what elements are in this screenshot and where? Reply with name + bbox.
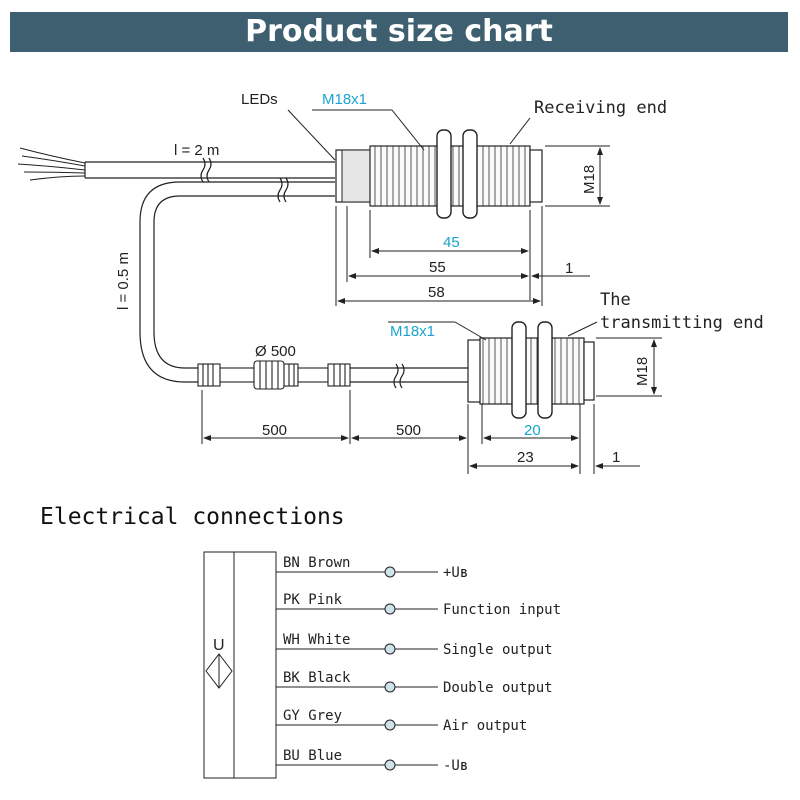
receiver-diameter-dim: [545, 145, 610, 207]
terminal-icon: [384, 719, 396, 731]
wire-function-label: Function input: [443, 602, 561, 618]
receiver-m18-label: M18: [581, 165, 598, 194]
wire-function-label: +Uʙ: [443, 565, 468, 581]
terminal-icon: [384, 566, 396, 578]
sensor-block: [203, 551, 277, 779]
wire-function-label: Single output: [443, 642, 553, 658]
wire-code-label: BN Brown: [283, 555, 350, 571]
transmitter-dim-1: 1: [612, 449, 620, 466]
receiver-dim-1: 1: [565, 260, 573, 277]
receiver-sensor: [335, 129, 543, 219]
transmitter-dim-20: 20: [524, 422, 541, 439]
terminal-icon: [384, 643, 396, 655]
wire-function-label: Double output: [443, 680, 553, 696]
wire-code-label: WH White: [283, 632, 350, 648]
connector-diameter-label: Ø 500: [255, 343, 296, 360]
leds-label: LEDs: [241, 91, 278, 108]
transmitter-m18-label: M18: [634, 357, 651, 386]
transmitting-end-leader: [567, 321, 598, 337]
cable-dim-500-left: 500: [262, 422, 287, 439]
transmitting-end-label-2: transmitting end: [600, 313, 764, 333]
transmitter-thread-leader: [454, 321, 487, 341]
receiver-thread-leader: [391, 109, 425, 151]
wire-code-label: BU Blue: [283, 748, 342, 764]
cable-length-2m: l = 2 m: [174, 142, 219, 159]
block-symbol-label: U: [213, 637, 225, 654]
wire-function-label: -Uʙ: [443, 758, 468, 774]
wire-function-label: Air output: [443, 718, 527, 734]
receiving-end-label: Receiving end: [534, 98, 667, 118]
transmitter-thread-label: M18x1: [390, 323, 435, 340]
transmitter-diameter-dim: [596, 337, 662, 397]
cable-connector: [197, 360, 351, 390]
terminal-icon: [384, 681, 396, 693]
transmitter-sensor: [467, 321, 595, 419]
receiver-dim-58: 58: [428, 284, 445, 301]
transmitter-cable: [350, 363, 468, 389]
receiver-length-dims: [335, 206, 590, 306]
cable-wires-fan: [17, 147, 86, 181]
cable-dim-500-right: 500: [396, 422, 421, 439]
transmitter-length-dims: [201, 390, 640, 474]
cable-length-05m: l = 0.5 m: [115, 252, 132, 310]
leds-leader: [287, 109, 336, 161]
receiving-end-leader: [509, 117, 531, 145]
page-title-banner: Product size chart: [10, 12, 788, 52]
receiver-dim-45: 45: [443, 234, 460, 251]
link-cable: [139, 177, 335, 383]
wire-row: BU Blue -Uʙ: [276, 748, 468, 774]
receiver-dim-55: 55: [429, 259, 446, 276]
wire-code-label: GY Grey: [283, 708, 342, 724]
terminal-icon: [384, 603, 396, 615]
wire-code-label: PK Pink: [283, 592, 343, 608]
transmitter-dim-23: 23: [517, 449, 534, 466]
main-cable: [84, 157, 335, 183]
transmitting-end-label-1: The: [600, 290, 631, 310]
wire-code-label: BK Black: [283, 670, 351, 686]
electrical-title: Electrical connections: [40, 504, 345, 530]
wire-row: BN Brown +Uʙ: [276, 555, 468, 581]
terminal-icon: [384, 759, 396, 771]
receiver-thread-label: M18x1: [322, 91, 367, 108]
